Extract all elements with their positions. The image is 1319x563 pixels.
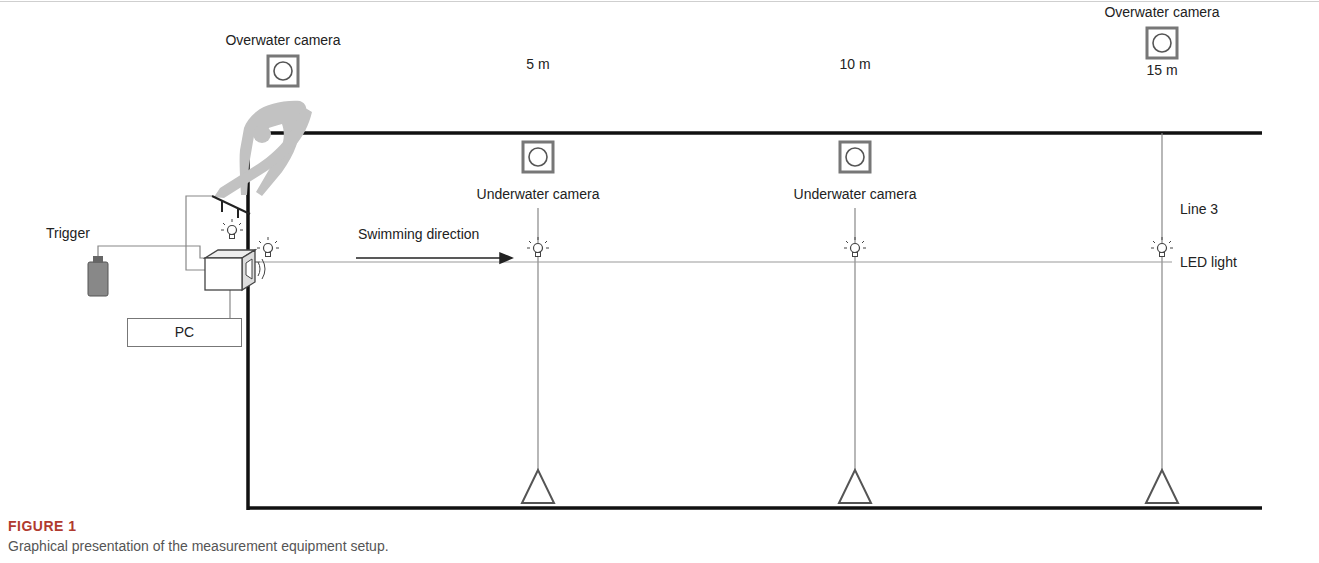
led-line <box>255 261 1172 262</box>
camera-label: Underwater camera <box>477 186 600 203</box>
start-signal-unit <box>205 250 265 290</box>
tripods <box>522 470 1178 503</box>
wires <box>98 196 260 318</box>
camera-icon <box>521 140 555 174</box>
camera-node: Overwater camera <box>1104 4 1219 60</box>
figure-number: FIGURE 1 <box>8 518 77 535</box>
top-rule <box>0 1 1319 2</box>
camera-icon <box>266 54 300 88</box>
annotation-label: 15 m <box>1146 62 1177 79</box>
trigger-device <box>88 256 108 296</box>
camera-node: Underwater camera <box>477 140 600 203</box>
camera-label: Underwater camera <box>794 186 917 203</box>
camera-icon <box>1145 26 1179 60</box>
annotation-label: 10 m <box>839 56 870 73</box>
camera-icon <box>838 140 872 174</box>
camera-node: Overwater camera <box>225 32 340 88</box>
camera-label: Overwater camera <box>225 32 340 49</box>
camera-node: Underwater camera <box>794 140 917 203</box>
annotation-label: 5 m <box>526 56 549 73</box>
camera-label: Overwater camera <box>1104 4 1219 21</box>
annotation-label: Swimming direction <box>358 226 479 243</box>
box-label: PC <box>175 324 194 341</box>
figure-caption: Graphical presentation of the measuremen… <box>8 538 389 554</box>
annotation-label: LED light <box>1180 254 1237 271</box>
annotation-label: Trigger <box>46 225 90 242</box>
camera-lines <box>538 133 1162 472</box>
annotation-label: Line 3 <box>1180 201 1218 218</box>
led-bulbs <box>221 219 1173 257</box>
pc-box: PC <box>127 318 242 347</box>
swimmer-figure <box>214 101 312 198</box>
direction-arrow <box>356 253 512 263</box>
pool-outline <box>248 131 1262 510</box>
start-block <box>212 196 250 218</box>
